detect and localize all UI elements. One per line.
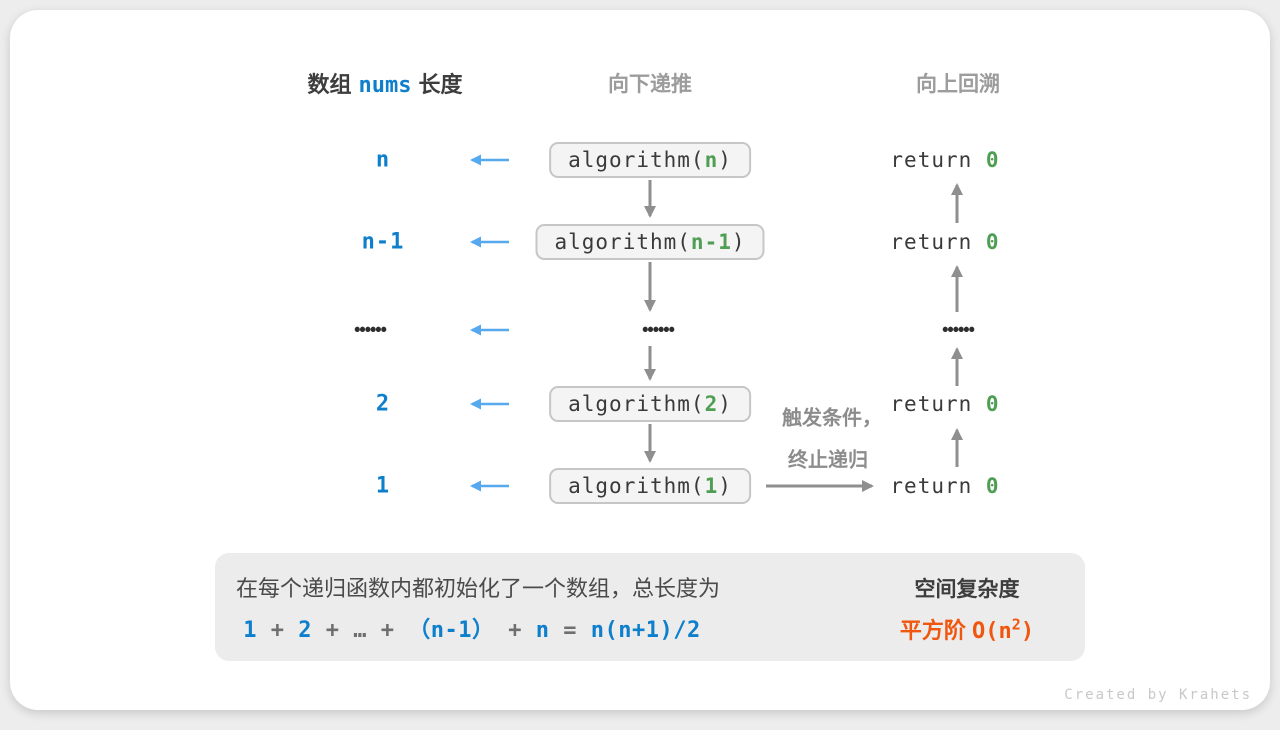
call-text-close: ): [718, 392, 732, 416]
watermark: Created by Krahets: [1064, 687, 1252, 703]
formula-token: 2: [298, 618, 313, 643]
formula-token: +: [494, 618, 536, 643]
call-text: algorithm(: [568, 392, 705, 416]
return-value: 0: [985, 230, 1000, 254]
return-keyword: return: [890, 474, 986, 498]
call-param: n: [704, 148, 719, 172]
left-arrow-icons: [470, 154, 509, 492]
terminate-note-line2: 终止递归: [788, 449, 868, 472]
complexity-code-close: ): [1020, 619, 1035, 644]
complexity-exponent: 2: [1011, 615, 1021, 634]
call-text-close: ): [718, 474, 732, 498]
header-backtrack-up: 向上回溯: [916, 73, 1000, 96]
call-box-n: algorithm(n): [549, 142, 751, 178]
length-label-2: 2: [375, 391, 391, 417]
return-cell-2: return 0: [890, 230, 999, 254]
formula: 1 + 2 + … + （n-1） + n = n(n+1)/2: [243, 612, 700, 644]
formula-token: +: [257, 618, 299, 643]
return-keyword: return: [890, 392, 986, 416]
call-param: 1: [704, 474, 719, 498]
formula-token: n: [535, 618, 550, 643]
header-array-label: 数组: [307, 72, 352, 97]
call-box-n-1: algorithm(n-1): [535, 224, 765, 260]
formula-token: =: [549, 618, 591, 643]
return-keyword: return: [890, 148, 986, 172]
call-param: n-1: [690, 230, 732, 254]
call-text-close: ): [718, 148, 732, 172]
call-text: algorithm(: [554, 230, 691, 254]
call-text: algorithm(: [568, 148, 705, 172]
return-keyword: return: [890, 230, 986, 254]
ellipsis-right: ••••••: [942, 319, 975, 340]
ellipsis-left: ••••••: [354, 319, 387, 340]
call-box-2: algorithm(2): [549, 386, 751, 422]
header-length-label: 长度: [418, 72, 463, 97]
length-label-1: 1: [375, 473, 391, 499]
space-complexity-value: 平方阶 O(n2): [900, 613, 1034, 645]
formula-token: +: [367, 618, 409, 643]
ellipsis-center: ••••••: [642, 319, 675, 340]
length-label-n: n: [375, 147, 391, 173]
terminate-note-line1: 触发条件，: [782, 407, 882, 430]
return-cell-1: return 0: [890, 148, 999, 172]
summary-box: [215, 553, 1085, 661]
formula-token: +: [312, 618, 354, 643]
return-cell-3: return 0: [890, 392, 999, 416]
formula-token: n(n+1)/2: [590, 618, 701, 643]
formula-token: （n-1）: [408, 618, 495, 643]
complexity-code: O(n: [972, 619, 1012, 644]
header-recurse-down: 向下递推: [608, 73, 692, 96]
summary-line1: 在每个递归函数内都初始化了一个数组，总长度为: [235, 576, 721, 601]
call-box-1: algorithm(1): [549, 468, 751, 504]
header-nums-code: nums: [358, 73, 412, 98]
call-text: algorithm(: [568, 474, 705, 498]
return-value: 0: [985, 148, 1000, 172]
space-complexity-title: 空间复杂度: [914, 578, 1020, 601]
formula-token: 1: [243, 618, 258, 643]
formula-token: …: [353, 618, 368, 643]
call-param: 2: [704, 392, 719, 416]
return-cell-4: return 0: [890, 474, 999, 498]
length-label-n-1: n-1: [361, 229, 405, 255]
call-text-close: ): [731, 230, 746, 254]
return-value: 0: [985, 474, 1000, 498]
return-value: 0: [985, 392, 1000, 416]
complexity-order-cn: 平方阶: [899, 618, 973, 643]
